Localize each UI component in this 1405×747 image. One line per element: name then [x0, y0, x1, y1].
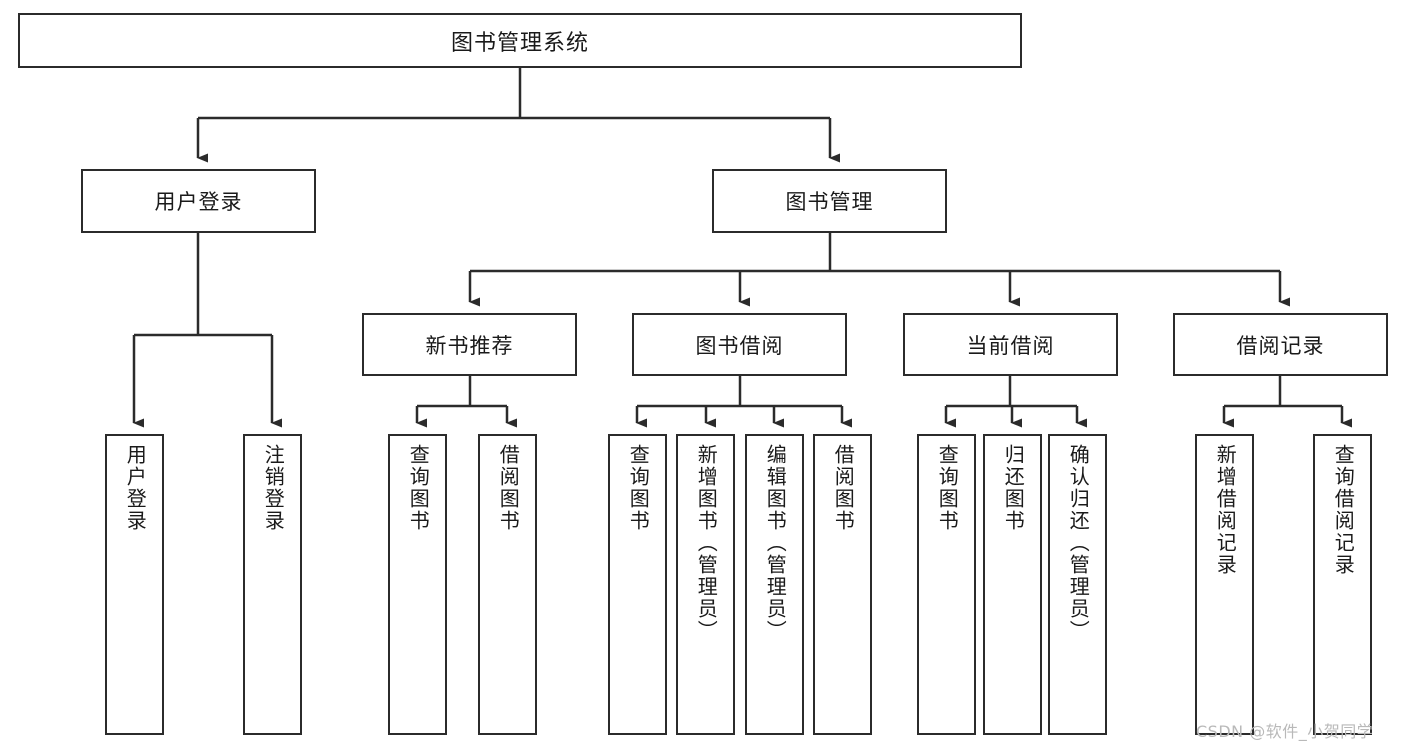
node-leaf-query-record-label: 查询借阅记录 — [1331, 444, 1356, 576]
node-root-label: 图书管理系统 — [450, 30, 589, 56]
node-leaf-user-logout[interactable]: 注销登录 — [243, 434, 302, 735]
node-leaf-edit-book[interactable]: 编辑图书（管理员） — [745, 434, 804, 735]
node-leaf-return-book-label: 归还图书 — [1001, 444, 1026, 532]
node-book-borrow-label: 图书借阅 — [695, 333, 784, 358]
node-leaf-query-book-2[interactable]: 查询图书 — [608, 434, 667, 735]
node-book-manage[interactable]: 图书管理 — [712, 169, 947, 233]
node-leaf-borrow-book-1[interactable]: 借阅图书 — [478, 434, 537, 735]
node-leaf-add-book[interactable]: 新增图书（管理员） — [676, 434, 735, 735]
node-leaf-borrow-book-1-label: 借阅图书 — [496, 444, 521, 532]
node-borrow-record[interactable]: 借阅记录 — [1173, 313, 1388, 376]
node-current-borrow[interactable]: 当前借阅 — [903, 313, 1118, 376]
node-leaf-query-book-1[interactable]: 查询图书 — [388, 434, 447, 735]
node-root[interactable]: 图书管理系统 — [18, 13, 1022, 68]
node-leaf-add-record-label: 新增借阅记录 — [1213, 444, 1238, 576]
node-leaf-query-record[interactable]: 查询借阅记录 — [1313, 434, 1372, 735]
node-leaf-user-login[interactable]: 用户登录 — [105, 434, 164, 735]
node-new-book-rec-label: 新书推荐 — [425, 333, 514, 358]
node-leaf-borrow-book-2[interactable]: 借阅图书 — [813, 434, 872, 735]
node-book-manage-label: 图书管理 — [785, 190, 874, 214]
node-leaf-confirm-return[interactable]: 确认归还（管理员） — [1048, 434, 1107, 735]
node-user-login-label: 用户登录 — [154, 190, 243, 214]
node-borrow-record-label: 借阅记录 — [1236, 333, 1325, 358]
node-user-login[interactable]: 用户登录 — [81, 169, 316, 233]
node-leaf-return-book[interactable]: 归还图书 — [983, 434, 1042, 735]
node-leaf-confirm-return-label: 确认归还（管理员） — [1066, 444, 1091, 642]
node-book-borrow[interactable]: 图书借阅 — [632, 313, 847, 376]
node-leaf-query-book-1-label: 查询图书 — [406, 444, 431, 532]
node-current-borrow-label: 当前借阅 — [966, 333, 1055, 358]
node-leaf-edit-book-label: 编辑图书（管理员） — [763, 444, 788, 642]
node-new-book-rec[interactable]: 新书推荐 — [362, 313, 577, 376]
node-leaf-add-book-label: 新增图书（管理员） — [694, 444, 719, 642]
node-leaf-user-logout-label: 注销登录 — [261, 444, 286, 532]
node-leaf-borrow-book-2-label: 借阅图书 — [831, 444, 856, 532]
node-leaf-query-book-3[interactable]: 查询图书 — [917, 434, 976, 735]
node-leaf-query-book-3-label: 查询图书 — [935, 444, 960, 532]
csdn-watermark: CSDN @软件_小贺同学 — [1196, 722, 1374, 741]
node-leaf-user-login-label: 用户登录 — [123, 444, 148, 532]
node-leaf-query-book-2-label: 查询图书 — [626, 444, 651, 532]
node-leaf-add-record[interactable]: 新增借阅记录 — [1195, 434, 1254, 735]
